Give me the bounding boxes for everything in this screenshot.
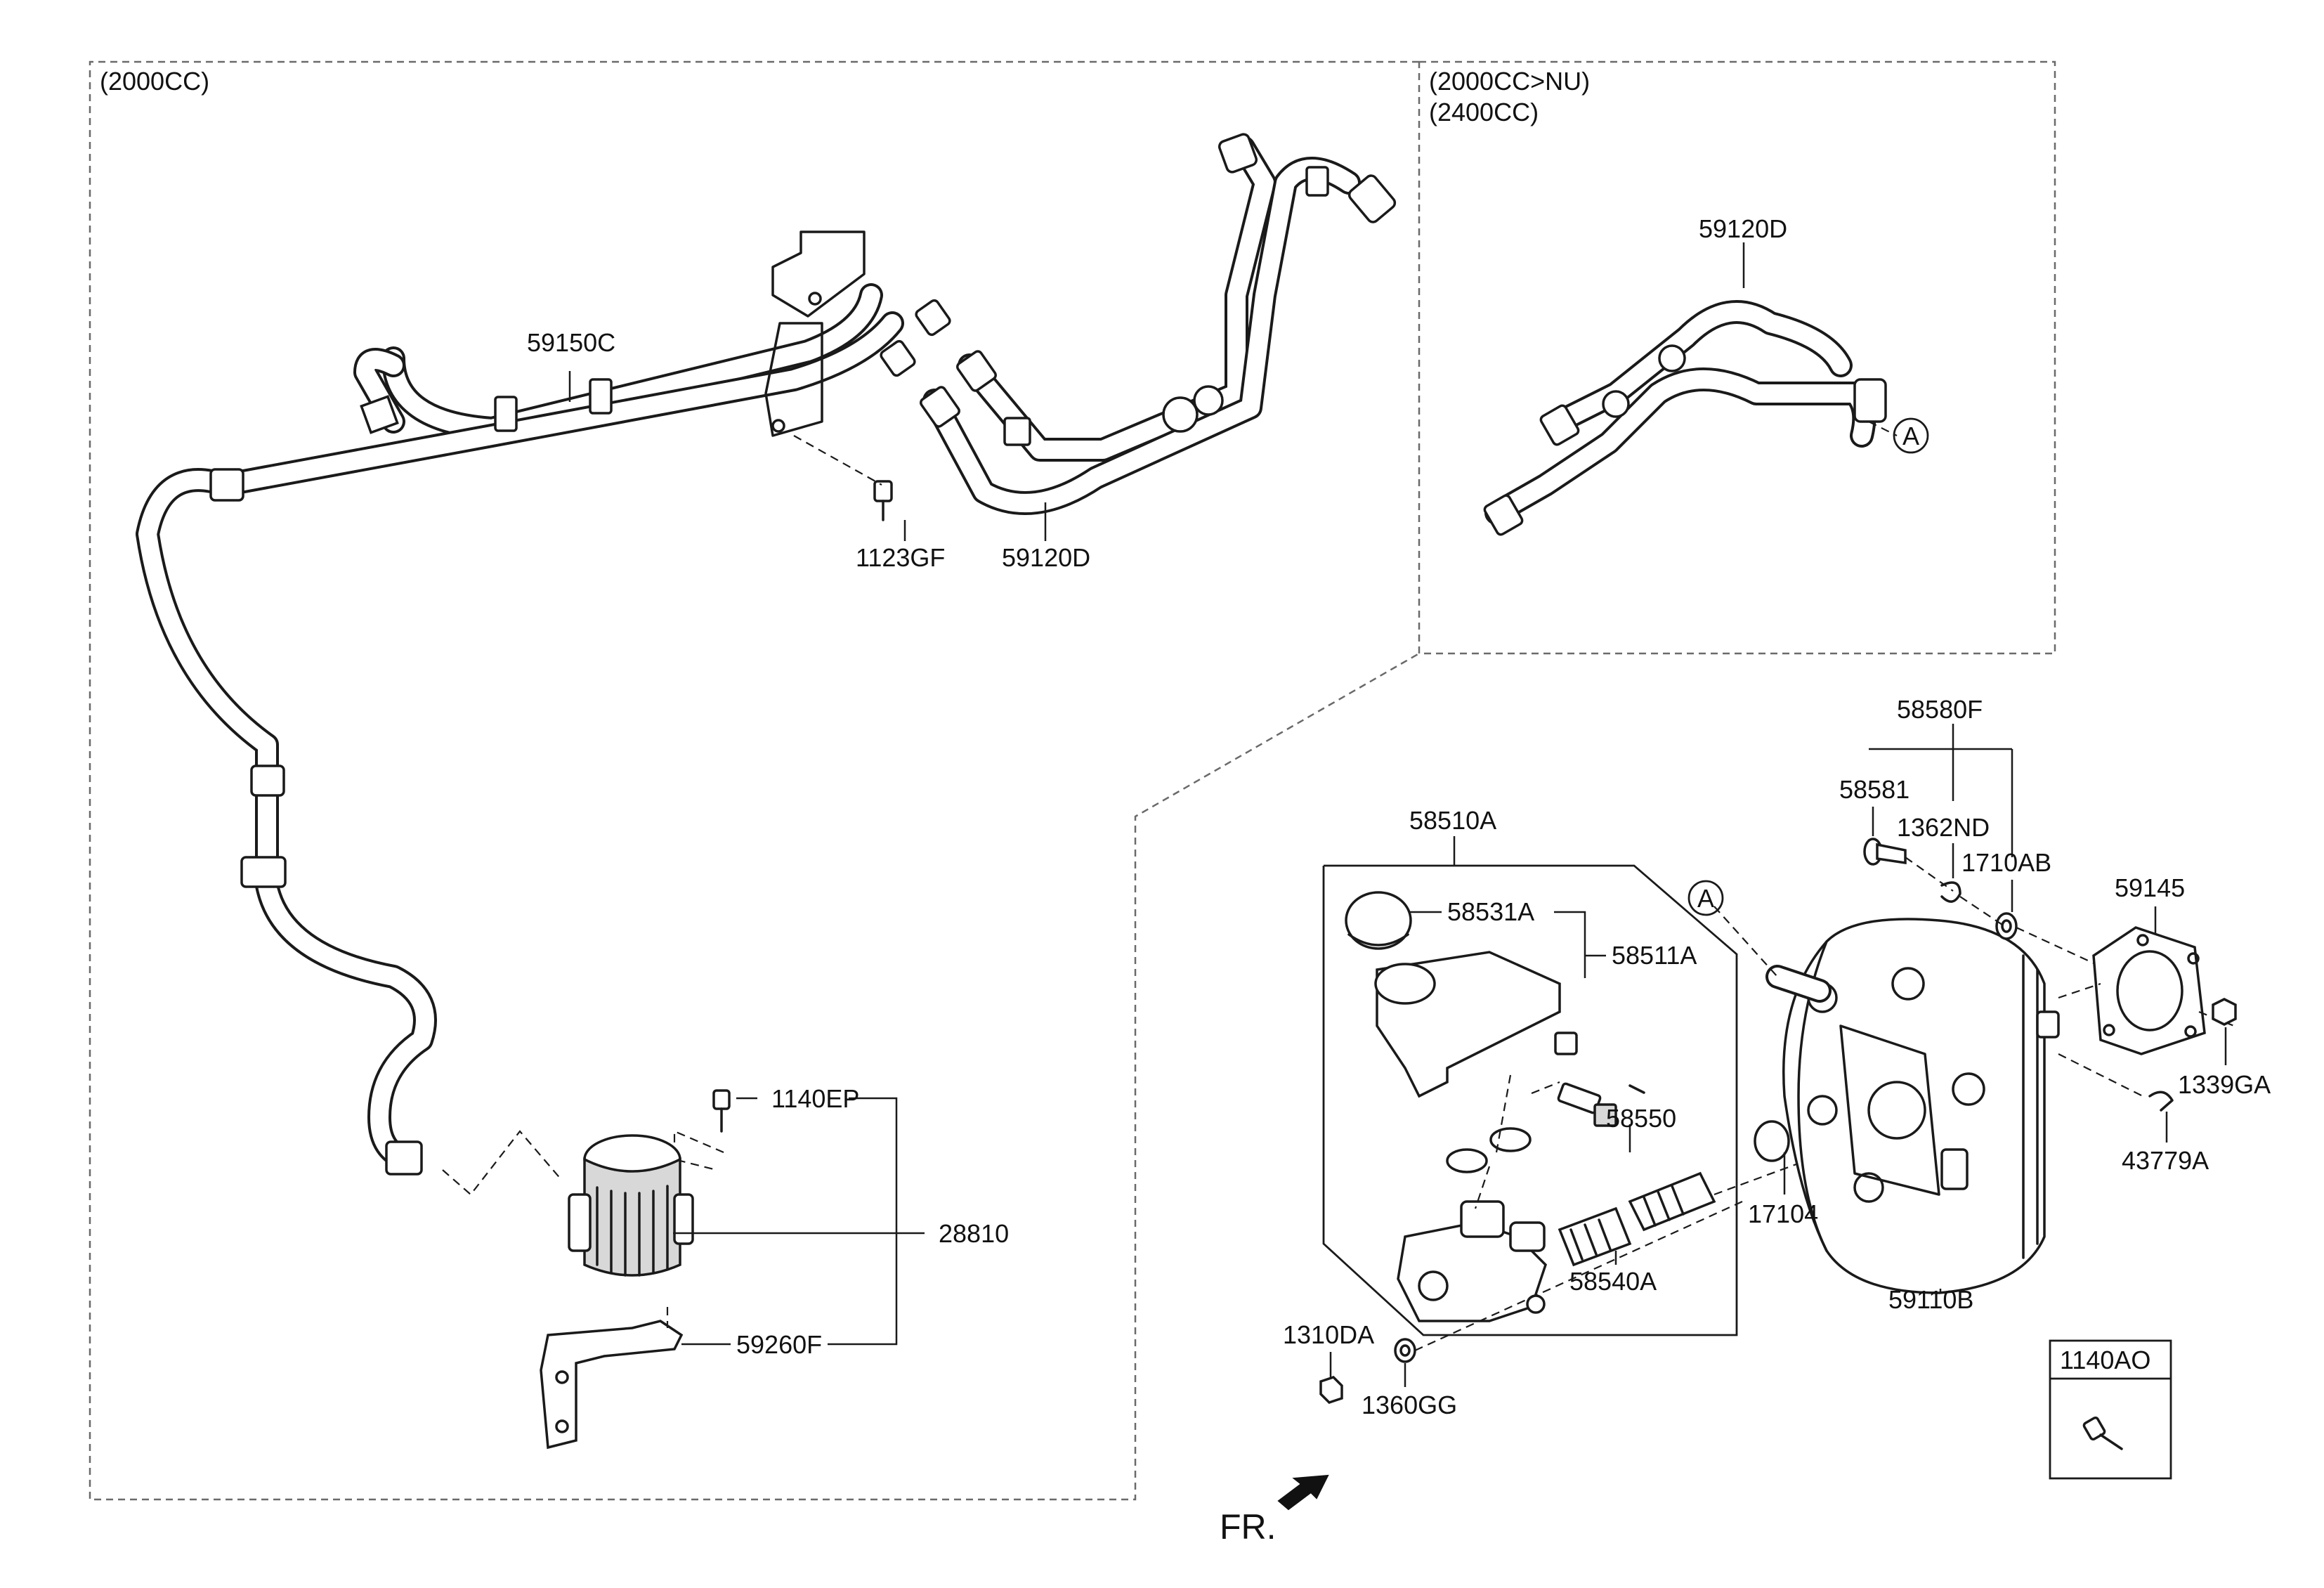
master-cylinder-frame — [1322, 864, 1738, 1336]
hose-59120d-left — [920, 133, 1397, 515]
label-58510a: 58510A — [1409, 806, 1496, 835]
label-59120d-right: 59120D — [1699, 214, 1787, 243]
brake-booster-59110b-icon — [1765, 918, 2060, 1294]
cylinder-dash-lines — [1474, 1074, 1560, 1209]
arrow-icon — [1277, 1474, 1329, 1511]
nut-1310da-icon — [1319, 1375, 1343, 1405]
ref-line-a-booster — [1713, 906, 1778, 977]
washer-1360gg-icon — [1394, 1338, 1416, 1363]
section-title-2000cc: (2000CC) — [100, 67, 209, 96]
ref-circle-a-booster — [1687, 880, 1724, 916]
washer-1710ab-icon — [1995, 912, 2018, 940]
label-59145: 59145 — [2115, 873, 2185, 902]
label-1140ao: 1140AO — [2060, 1346, 2150, 1374]
label-28810: 28810 — [939, 1219, 1009, 1248]
label-1339ga: 1339GA — [2178, 1070, 2271, 1099]
piston-58540a-icon — [1558, 1171, 1716, 1267]
label-59120d-left: 59120D — [1002, 543, 1090, 572]
ref-a-top: A — [1902, 422, 1919, 450]
label-17104: 17104 — [1748, 1199, 1818, 1228]
ref-a-booster: A — [1697, 884, 1714, 913]
vacuum-hose-assembly — [136, 230, 951, 1176]
clip-43779a-icon — [2148, 1091, 2174, 1112]
label-59110b: 59110B — [1888, 1285, 1973, 1314]
label-43779a: 43779A — [2122, 1146, 2209, 1175]
front-direction-arrow — [1277, 1474, 1329, 1511]
label-1710ab: 1710AB — [1961, 848, 2051, 877]
label-1362nd: 1362ND — [1897, 813, 1990, 842]
label-58581: 58581 — [1839, 775, 1910, 804]
leader-58511a — [1554, 911, 1606, 978]
pin-58581-icon — [1863, 838, 1907, 866]
label-58531a: 58531A — [1447, 897, 1534, 926]
ref-circle-a-top — [1893, 417, 1929, 454]
hose-59120d-right — [1483, 300, 1887, 536]
bolt-1140ao-icon — [2082, 1416, 2123, 1450]
reservoir-cap-58531a-icon — [1345, 891, 1412, 950]
bolt-1123gf-icon — [793, 435, 893, 521]
ref-line-a-top — [1868, 421, 1898, 436]
master-cylinder-body-icon — [1397, 1127, 1548, 1322]
leader-28810 — [673, 1097, 925, 1346]
dash-43779a — [2058, 1053, 2143, 1097]
gasket-59145-icon — [2092, 926, 2206, 1055]
nut-1339ga-icon — [2212, 998, 2237, 1026]
leader-58580f — [1869, 724, 2013, 857]
section-box-2000cc — [89, 60, 1420, 1501]
section-title-2000cc-nu: (2000CC>NU) — [1429, 67, 1590, 96]
label-58511a: 58511A — [1612, 941, 1697, 970]
label-58580f: 58580F — [1897, 695, 1983, 724]
label-59260f: 59260F — [736, 1330, 822, 1359]
label-1310da: 1310DA — [1283, 1320, 1374, 1349]
label-1140ep: 1140EP — [771, 1084, 859, 1113]
section-box-2400cc — [1418, 60, 2056, 655]
sensor-58550-icon — [1557, 1082, 1645, 1127]
vacuum-pump-28810 — [442, 1089, 731, 1450]
label-58540a: 58540A — [1569, 1267, 1657, 1296]
front-label: FR. — [1220, 1507, 1277, 1547]
part-box-1140ao — [2049, 1339, 2172, 1480]
label-1360gg: 1360GG — [1362, 1391, 1457, 1419]
reservoir-58511a-icon — [1374, 951, 1578, 1098]
clip-1362nd-icon — [1940, 881, 1961, 903]
label-1123gf: 1123GF — [856, 543, 945, 572]
label-58550: 58550 — [1606, 1104, 1676, 1133]
section-title-2400cc: (2400CC) — [1429, 98, 1539, 126]
label-59150c: 59150C — [527, 328, 615, 357]
dash-pin-set — [1905, 857, 2108, 970]
o-ring-17104-icon — [1754, 1120, 1790, 1162]
